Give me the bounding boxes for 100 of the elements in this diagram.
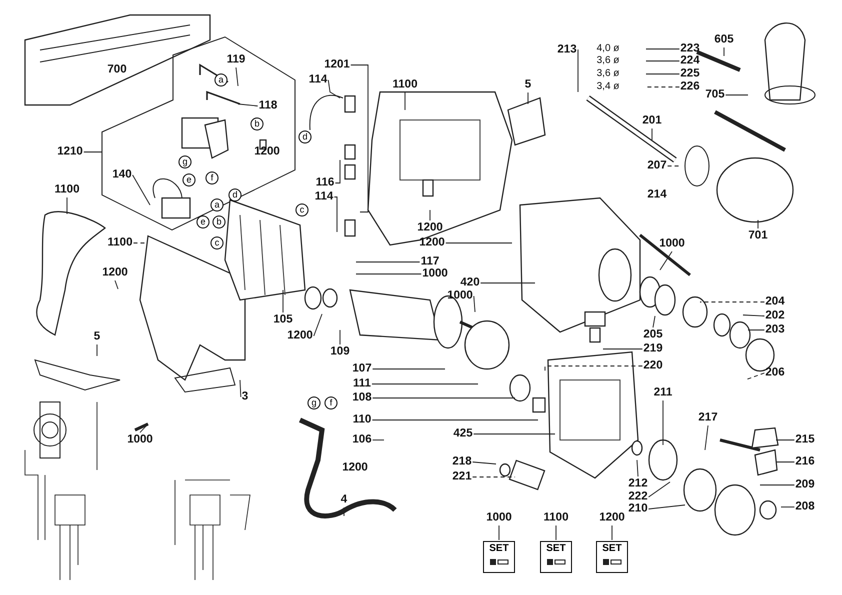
callout-number: 221 xyxy=(452,470,472,484)
callout-number: 420 xyxy=(460,276,480,290)
callout-number: 118 xyxy=(258,100,278,112)
callout-number: 117 xyxy=(420,256,440,268)
callout-number: 207 xyxy=(647,160,667,172)
callout-number: 1100 xyxy=(108,236,132,250)
callout-number: 1200 xyxy=(254,146,280,158)
callout-number: 1201 xyxy=(324,58,350,72)
diameter-label: 4,0 ø xyxy=(596,43,620,55)
callout-number: 105 xyxy=(273,314,293,326)
leader-line xyxy=(334,196,338,232)
leader-line xyxy=(646,60,680,62)
callout-number: 1210 xyxy=(57,146,83,158)
leader-line xyxy=(350,64,368,212)
parts-set-card xyxy=(596,541,628,573)
callout-number: 211 xyxy=(654,386,672,400)
leader-line xyxy=(544,366,643,372)
connection-letter: g xyxy=(178,156,192,168)
callout-number: 701 xyxy=(748,230,768,242)
connection-letter: c xyxy=(296,204,308,216)
leader-line xyxy=(282,290,284,313)
leader-line xyxy=(577,50,578,92)
callout-number: 4 xyxy=(340,494,348,506)
callout-number: 202 xyxy=(765,310,785,322)
callout-number: 222 xyxy=(628,490,648,504)
connection-letter: b xyxy=(212,216,226,228)
leader-line xyxy=(646,86,680,88)
leader-line xyxy=(472,476,516,478)
leader-line xyxy=(372,368,446,370)
callout-number: 214 xyxy=(647,188,667,202)
callout-number: 109 xyxy=(330,346,350,358)
callout-number: 218 xyxy=(452,456,472,468)
leader-line xyxy=(742,314,765,316)
callout-number: 205 xyxy=(643,328,663,342)
leader-line xyxy=(445,242,512,244)
callout-number: 140 xyxy=(112,168,132,182)
connection-letter: d xyxy=(298,130,312,144)
connection-letter: a xyxy=(214,74,228,86)
leader-line xyxy=(648,504,686,510)
callout-number: 206 xyxy=(765,366,785,380)
callout-number: 216 xyxy=(795,456,815,468)
callout-number: 605 xyxy=(714,34,734,46)
callout-number: 225 xyxy=(680,68,700,80)
callout-number: 215 xyxy=(795,434,815,446)
callout-number: 224 xyxy=(680,54,700,68)
leader-line xyxy=(652,316,656,328)
leader-line xyxy=(744,372,765,380)
callout-number: 209 xyxy=(795,478,815,492)
callout-number: 1000 xyxy=(659,238,685,250)
callout-number: 1200 xyxy=(102,266,128,280)
callout-number: 208 xyxy=(795,500,815,514)
callout-number: 204 xyxy=(765,296,785,308)
leader-line xyxy=(662,400,664,446)
leader-line xyxy=(132,174,150,206)
leader-line xyxy=(636,460,638,477)
connection-letter: f xyxy=(324,396,338,410)
leader-line xyxy=(313,314,322,336)
connection-letter: f xyxy=(206,172,218,184)
callout-number: 700 xyxy=(107,64,127,76)
callout-number: 219 xyxy=(643,342,663,356)
callout-number: 1000 xyxy=(127,434,153,446)
set-label: SET xyxy=(488,543,510,554)
leader-line xyxy=(140,424,148,433)
leader-line xyxy=(480,282,536,284)
connection-letter: a xyxy=(210,198,224,212)
callout-number: 1000 xyxy=(486,512,512,524)
diameter-label: 3,6 ø xyxy=(596,68,620,80)
callout-number: 1100 xyxy=(544,512,568,524)
parts-set-card xyxy=(540,541,572,573)
callout-number: 5 xyxy=(524,78,532,92)
diameter-label: 3,6 ø xyxy=(596,55,620,67)
leader-line xyxy=(114,280,118,290)
leader-line xyxy=(725,94,748,96)
callout-number: 1200 xyxy=(599,512,625,524)
callout-number: 203 xyxy=(765,324,785,336)
callout-number: 119 xyxy=(226,54,246,66)
leader-line xyxy=(498,525,500,540)
callout-number: 1200 xyxy=(287,330,313,342)
callout-number: 5 xyxy=(94,330,100,344)
callout-number: 1200 xyxy=(417,222,443,234)
leader-line xyxy=(660,251,672,270)
set-label: SET xyxy=(601,543,623,554)
parts-set-card xyxy=(483,541,515,573)
leader-line xyxy=(602,348,643,350)
leader-line xyxy=(780,506,795,508)
callout-number: 1000 xyxy=(422,268,448,280)
connection-letter: e xyxy=(182,174,196,186)
callout-number: 210 xyxy=(628,502,648,516)
callout-number: 114 xyxy=(308,74,328,86)
leader-line xyxy=(334,160,340,184)
connection-letter: e xyxy=(196,216,210,228)
leader-line xyxy=(96,344,98,356)
leader-line xyxy=(133,242,146,244)
callout-number: 110 xyxy=(352,414,372,426)
callout-number: 1100 xyxy=(54,184,80,196)
connection-letter: c xyxy=(210,236,224,250)
set-label: SET xyxy=(545,543,567,554)
connection-letter: b xyxy=(250,118,264,130)
connection-letter: g xyxy=(308,396,320,410)
leader-line xyxy=(760,484,795,486)
